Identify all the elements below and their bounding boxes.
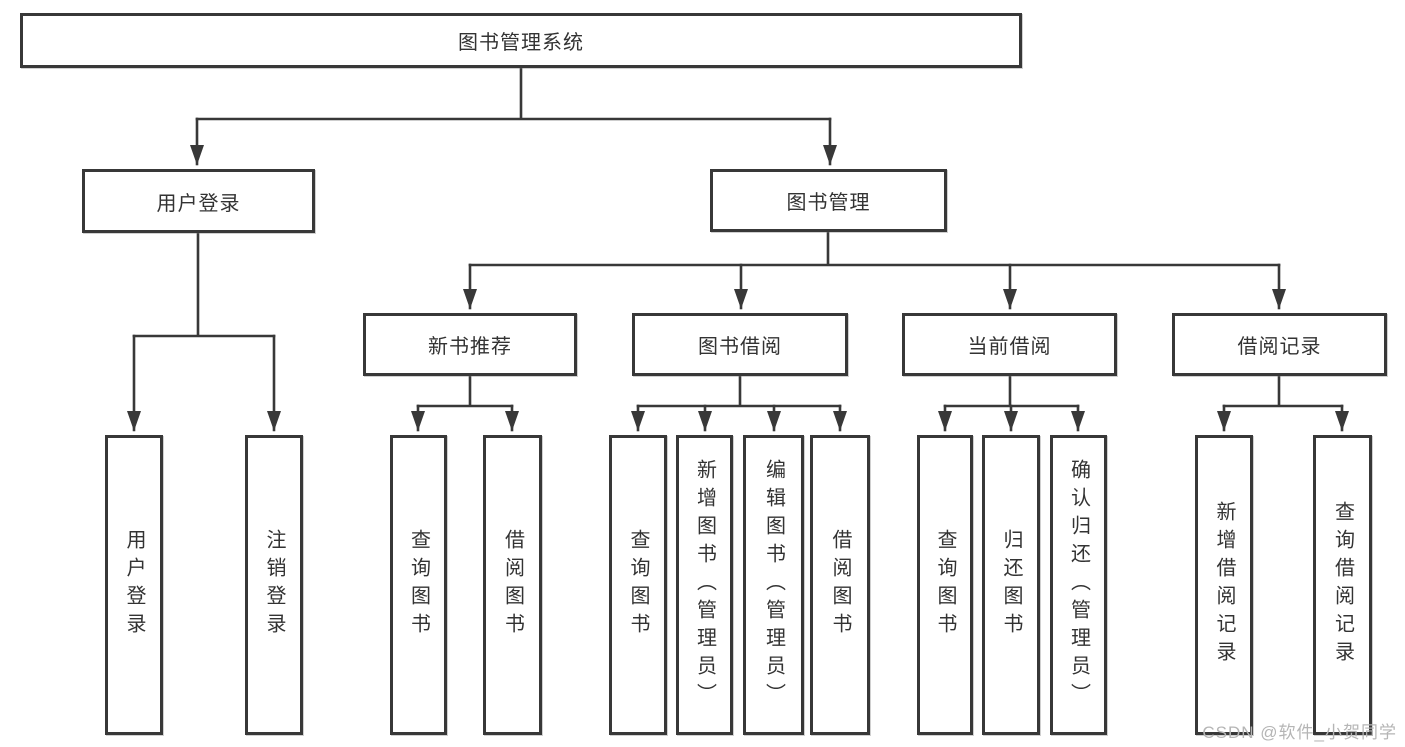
node-label: 新增借阅记录 [1213, 501, 1235, 669]
node-label: 查询图书 [407, 529, 430, 641]
leaf-borrow-books-2: 借阅图书 [810, 435, 870, 735]
leaf-logout: 注销登录 [245, 435, 303, 735]
node-label: 借阅记录 [1237, 336, 1322, 358]
leaf-borrow-books-1: 借阅图书 [483, 435, 542, 735]
node-root-library-management-system: 图书管理系统 [20, 13, 1022, 68]
leaf-edit-books-admin: 编辑图书（管理员） [743, 435, 804, 735]
leaf-add-borrow-record: 新增借阅记录 [1195, 435, 1253, 735]
node-label: 注销登录 [263, 529, 285, 641]
node-label: 查询图书 [934, 529, 956, 641]
node-label: 借阅图书 [501, 529, 524, 641]
node-label: 查询借阅记录 [1331, 501, 1354, 669]
node-label: 确认归还（管理员） [1067, 459, 1090, 711]
node-label: 借阅图书 [829, 529, 851, 641]
leaf-query-books-2: 查询图书 [609, 435, 667, 735]
leaf-return-books: 归还图书 [982, 435, 1040, 735]
node-label: 图书借阅 [698, 336, 782, 358]
leaf-query-borrow-record: 查询借阅记录 [1313, 435, 1372, 735]
leaf-query-books-1: 查询图书 [390, 435, 447, 735]
node-book-borrow: 图书借阅 [632, 313, 848, 376]
leaf-add-books-admin: 新增图书（管理员） [676, 435, 733, 735]
node-label: 当前借阅 [967, 336, 1052, 358]
node-book-management: 图书管理 [710, 169, 947, 232]
node-label: 编辑图书（管理员） [762, 459, 785, 711]
node-new-book-recommend: 新书推荐 [363, 313, 577, 376]
node-user-login: 用户登录 [82, 169, 315, 233]
leaf-user-login: 用户登录 [105, 435, 163, 735]
node-current-borrow: 当前借阅 [902, 313, 1117, 376]
node-label: 用户登录 [156, 192, 241, 215]
leaf-query-books-3: 查询图书 [917, 435, 973, 735]
node-label: 查询图书 [627, 529, 649, 641]
leaf-confirm-return-admin: 确认归还（管理员） [1050, 435, 1107, 735]
node-label: 新书推荐 [428, 336, 512, 358]
node-label: 新增图书（管理员） [693, 459, 716, 711]
node-label: 图书管理 [786, 192, 871, 214]
node-label: 用户登录 [123, 529, 145, 641]
csdn-watermark: CSDN @软件_小贺同学 [1202, 723, 1397, 742]
node-borrow-records: 借阅记录 [1172, 313, 1387, 376]
node-label: 图书管理系统 [458, 32, 584, 54]
node-label: 归还图书 [1000, 529, 1022, 641]
